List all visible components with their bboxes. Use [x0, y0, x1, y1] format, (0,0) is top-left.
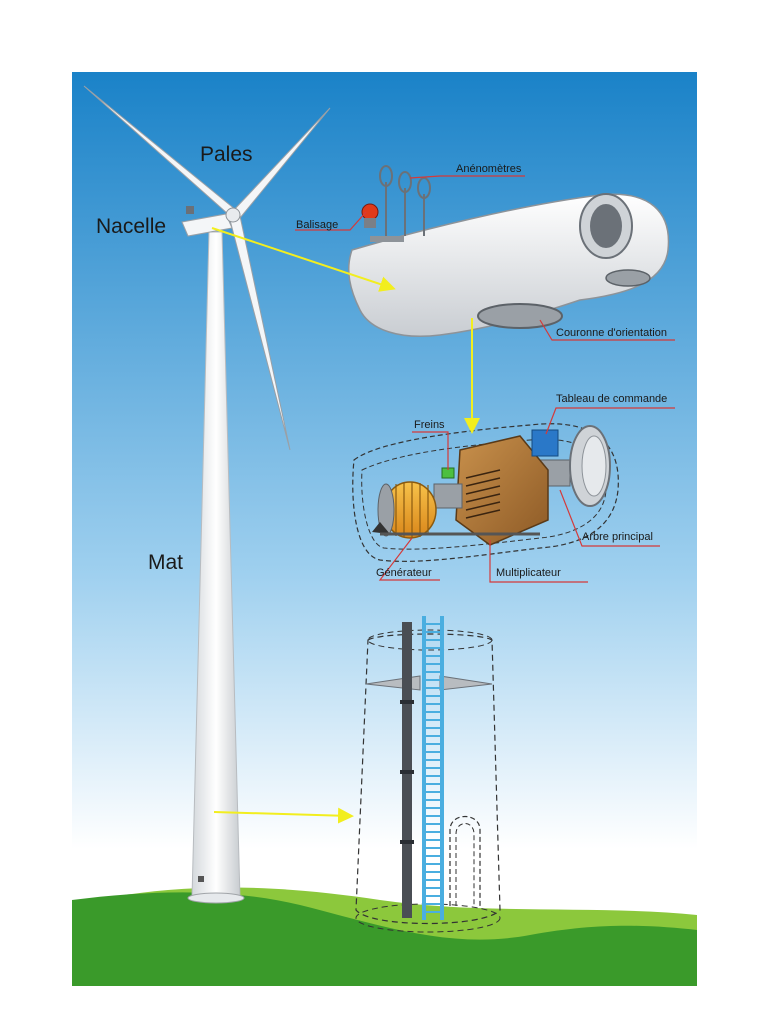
label-anemometres: Anénomètres	[456, 163, 522, 175]
label-freins: Freins	[414, 419, 445, 431]
leader-couronne	[539, 319, 675, 341]
rotor-hub	[225, 207, 241, 223]
leader-balisage	[295, 211, 367, 231]
label-nacelle: Nacelle	[96, 215, 167, 238]
pointer-arrows	[211, 227, 480, 824]
tower-interior-detail	[355, 616, 501, 933]
label-arbre: Arbre principal	[582, 531, 653, 543]
leader-arbre	[559, 489, 660, 547]
leader-freins	[412, 431, 449, 470]
hill-dark	[72, 892, 697, 986]
label-generateur: Générateur	[376, 567, 432, 579]
drivetrain-detail	[352, 423, 619, 562]
small-nacelle-equipment	[186, 206, 194, 214]
tower-door	[198, 876, 204, 882]
label-mat: Mat	[148, 551, 184, 574]
label-balisage: Balisage	[296, 219, 339, 231]
leader-generateur	[378, 537, 440, 581]
label-multiplicateur: Multiplicateur	[496, 567, 561, 579]
label-tableau: Tableau de commande	[556, 393, 668, 405]
arrow-nacelle	[211, 227, 396, 292]
leader-tableau	[545, 407, 675, 435]
leader-anemometres	[409, 175, 525, 179]
tower-base	[187, 892, 245, 904]
label-couronne: Couronne d'orientation	[556, 327, 667, 339]
leader-lines	[295, 175, 675, 583]
arrow-tower	[213, 807, 354, 824]
label-pales: Pales	[200, 143, 253, 166]
leader-multiplicateur	[489, 540, 588, 583]
